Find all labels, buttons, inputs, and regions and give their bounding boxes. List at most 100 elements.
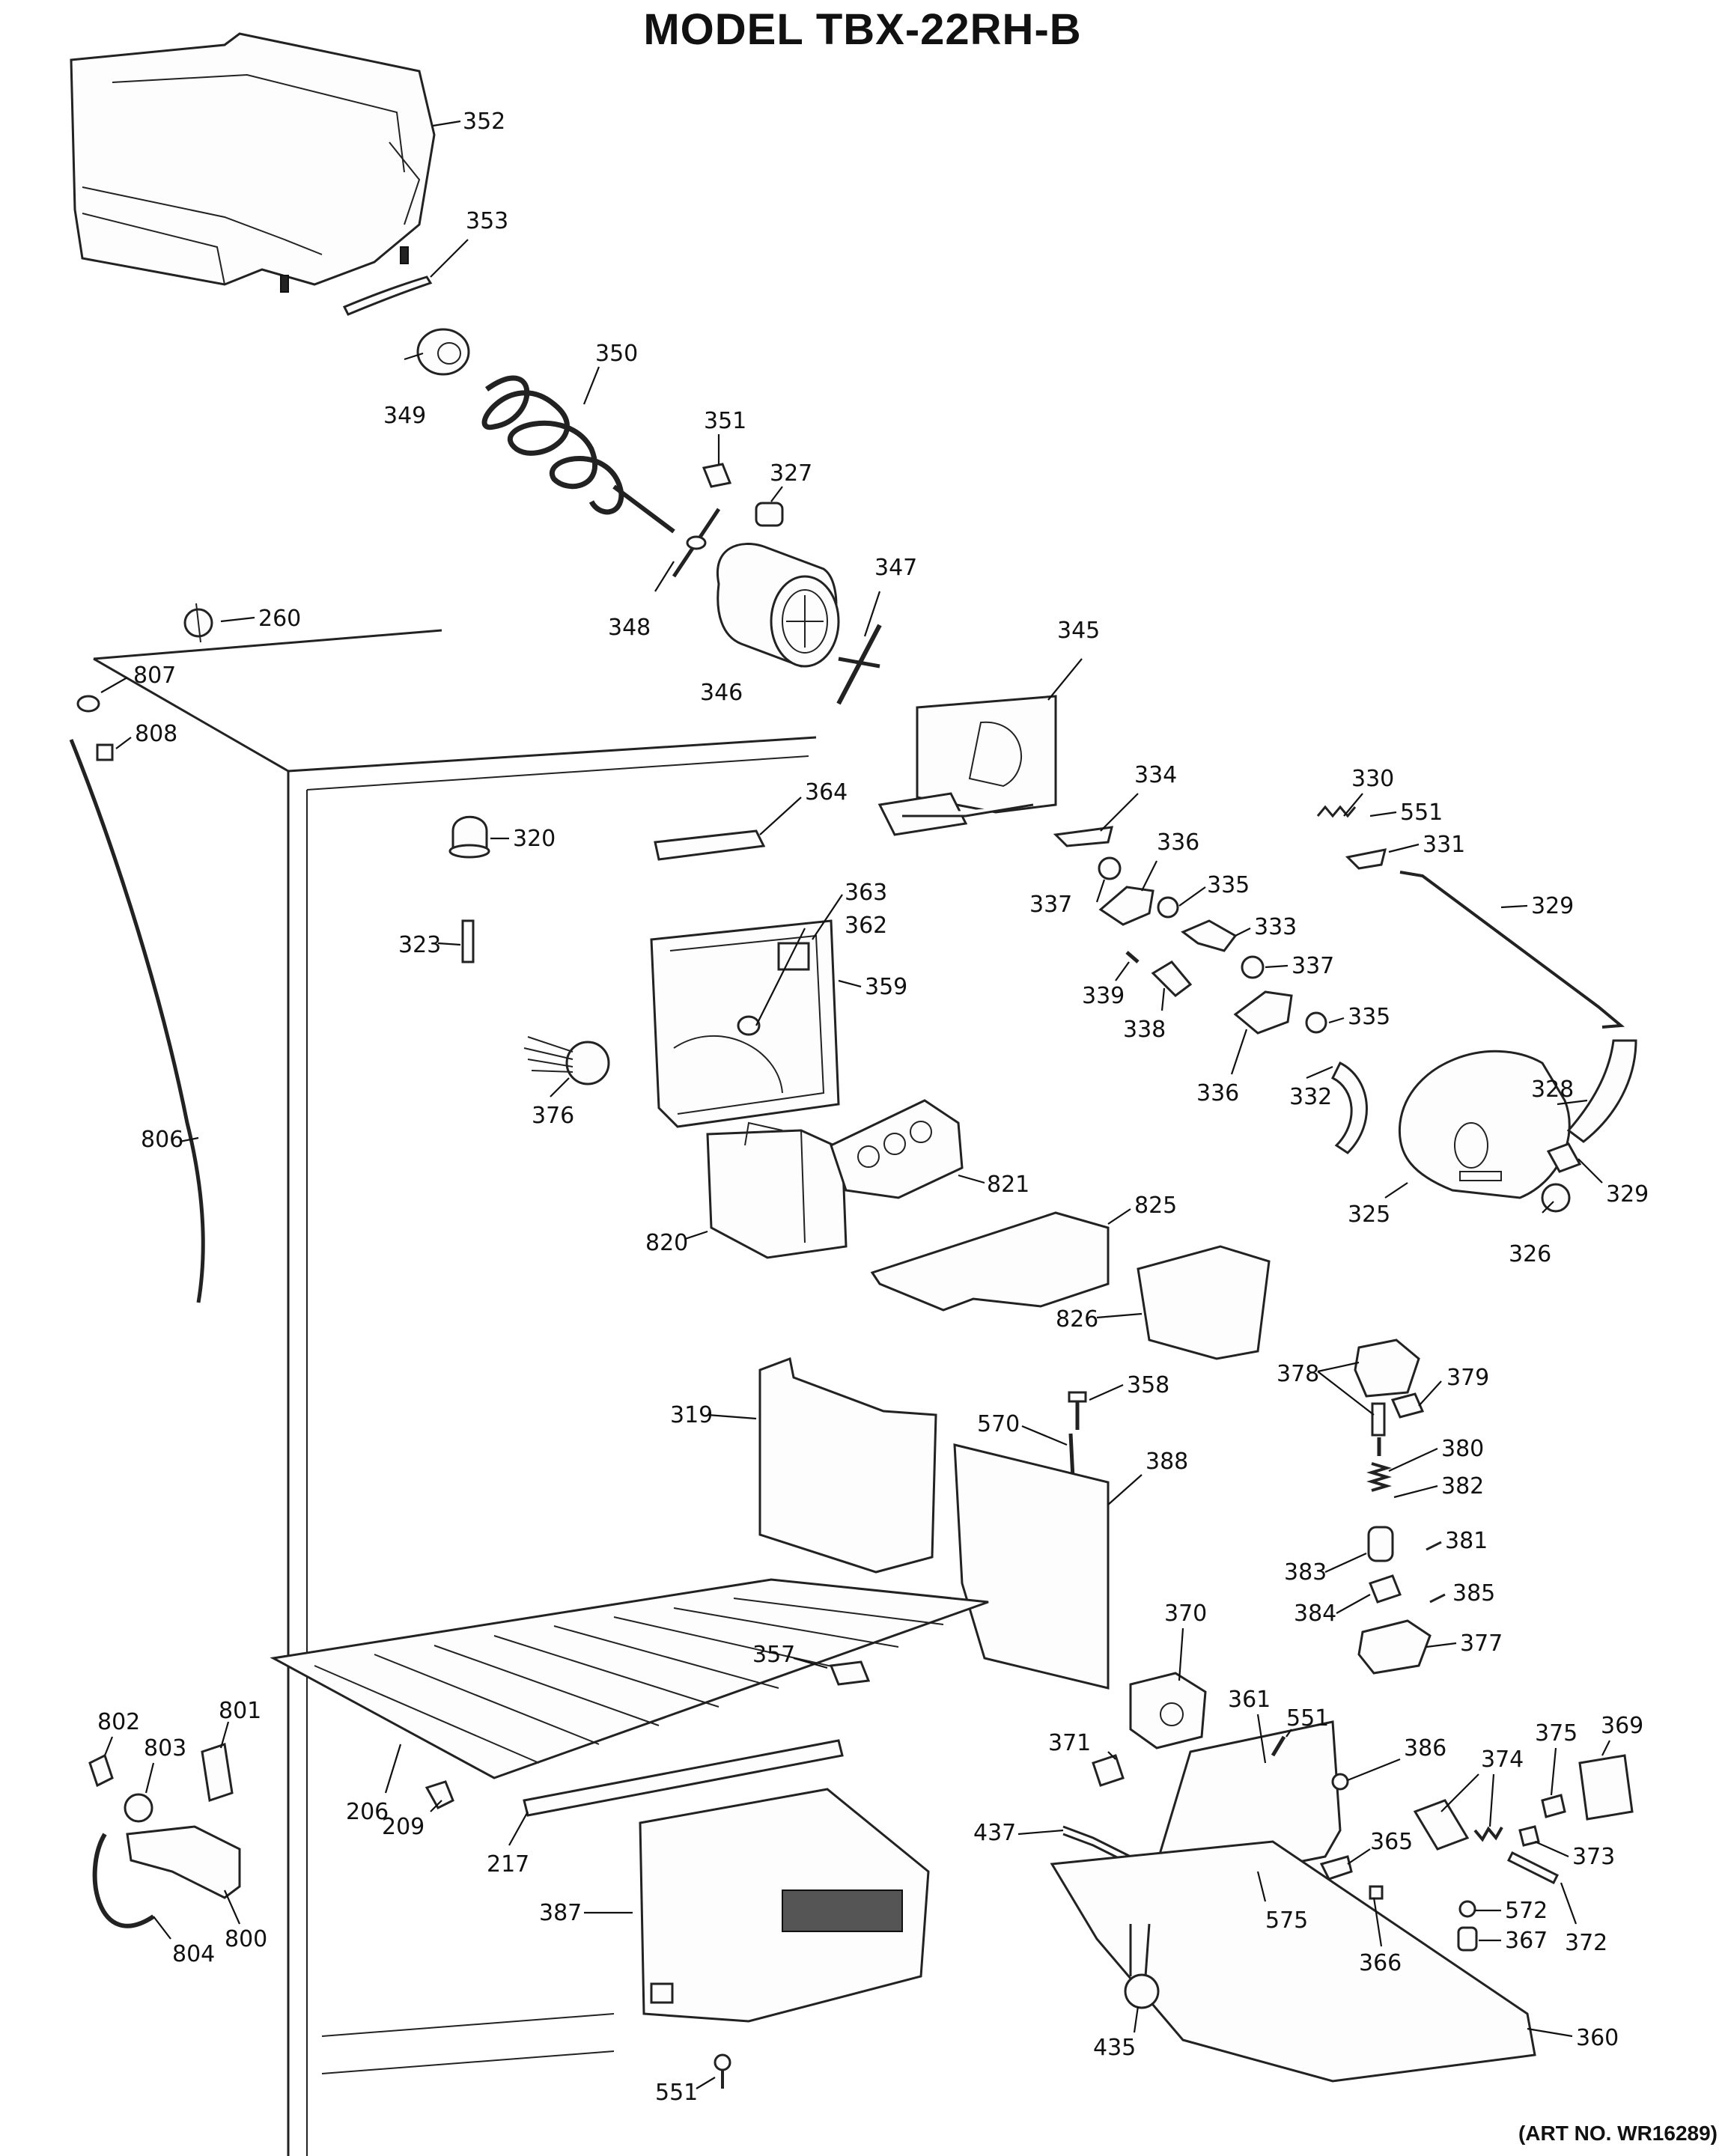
screw-551b xyxy=(1271,1735,1286,1757)
callout-807: 807 xyxy=(133,663,176,689)
callout-360: 360 xyxy=(1576,2025,1619,2051)
callout-381: 381 xyxy=(1445,1528,1488,1554)
callout-572: 572 xyxy=(1505,1898,1548,1924)
bracket-338 xyxy=(1151,960,1193,997)
valve-bracket-800 xyxy=(126,1825,241,1899)
shelf-206 xyxy=(270,1578,989,1779)
shaft-348 xyxy=(672,508,721,578)
callout-labels: 352 353 349 350 351 327 347 348 346 260 … xyxy=(97,109,1649,2106)
callout-330: 330 xyxy=(1351,766,1394,792)
callout-363: 363 xyxy=(845,880,887,906)
base-tray-360 xyxy=(1050,1840,1536,2083)
pin-385 xyxy=(1429,1593,1446,1604)
washer-335a xyxy=(1157,896,1179,919)
callout-374: 374 xyxy=(1481,1747,1524,1773)
callout-336a: 336 xyxy=(1157,829,1199,856)
clip-209 xyxy=(425,1780,454,1809)
cover-379 xyxy=(1390,1392,1425,1419)
shaft-347 xyxy=(836,624,882,705)
callout-338: 338 xyxy=(1123,1017,1166,1043)
callout-350: 350 xyxy=(595,341,638,367)
callout-802: 802 xyxy=(97,1709,140,1735)
cam-334 xyxy=(1053,826,1113,847)
callout-551c: 551 xyxy=(655,2080,698,2106)
nut-351 xyxy=(702,463,732,488)
callout-365: 365 xyxy=(1370,1829,1413,1855)
rod-329 xyxy=(1399,871,1625,1029)
block-329 xyxy=(1546,1142,1582,1173)
callout-825: 825 xyxy=(1134,1193,1177,1219)
pin-339 xyxy=(1125,951,1140,963)
callout-334: 334 xyxy=(1134,762,1177,788)
knob-326 xyxy=(1541,1183,1571,1213)
bushing-367 xyxy=(1457,1926,1478,1952)
callout-347: 347 xyxy=(874,555,917,581)
screw-572 xyxy=(1458,1900,1476,1918)
callout-803: 803 xyxy=(144,1735,186,1761)
callout-358: 358 xyxy=(1127,1372,1169,1398)
cam-333 xyxy=(1181,919,1238,952)
callout-364: 364 xyxy=(805,779,848,806)
callout-801: 801 xyxy=(219,1698,261,1724)
shelf-trim-217 xyxy=(523,1739,844,1817)
solenoid-377 xyxy=(1357,1619,1432,1675)
callout-379: 379 xyxy=(1446,1365,1489,1391)
callout-551b: 551 xyxy=(1286,1705,1329,1732)
ice-mold-821 xyxy=(744,1099,964,1199)
callout-366: 366 xyxy=(1359,1950,1402,1976)
block-808 xyxy=(96,743,114,761)
callout-575: 575 xyxy=(1265,1907,1308,1934)
callout-362: 362 xyxy=(845,913,887,939)
cam-332 xyxy=(1330,1061,1368,1154)
callout-260: 260 xyxy=(258,606,301,632)
art-number: (ART NO. WR16289) xyxy=(1518,2122,1718,2145)
water-line-804 xyxy=(92,1833,155,1928)
clamp-807 xyxy=(76,695,100,713)
lever-373 xyxy=(1518,1825,1540,1847)
motor-370 xyxy=(1129,1672,1207,1750)
callout-319: 319 xyxy=(670,1402,713,1428)
bracket-357 xyxy=(829,1660,871,1686)
valve-801 xyxy=(201,1743,234,1802)
callout-372: 372 xyxy=(1565,1930,1607,1956)
callout-808: 808 xyxy=(135,721,177,747)
callout-333: 333 xyxy=(1254,914,1297,940)
spring-330 xyxy=(1316,805,1357,818)
callout-209: 209 xyxy=(382,1814,425,1840)
light-socket-435 xyxy=(1124,1923,1160,2009)
callout-371: 371 xyxy=(1048,1730,1091,1756)
callout-570: 570 xyxy=(977,1411,1020,1437)
callout-800: 800 xyxy=(225,1926,267,1952)
pin-323 xyxy=(461,919,475,963)
connector-371 xyxy=(1092,1754,1125,1787)
callout-332: 332 xyxy=(1289,1084,1332,1110)
callout-382: 382 xyxy=(1441,1473,1484,1499)
switch-plate-374 xyxy=(1413,1799,1470,1851)
clip-365 xyxy=(1319,1855,1353,1881)
auger-spring-350 xyxy=(481,375,675,534)
callout-337a: 337 xyxy=(1029,892,1072,918)
spring-374 xyxy=(1473,1826,1503,1842)
screw-358 xyxy=(1068,1391,1087,1430)
callout-337b: 337 xyxy=(1292,953,1334,979)
pin-381 xyxy=(1426,1541,1442,1551)
callout-806: 806 xyxy=(141,1127,183,1153)
bearing-349 xyxy=(416,328,470,376)
bushing-327 xyxy=(755,502,784,527)
callout-320: 320 xyxy=(513,826,556,852)
switch-375 xyxy=(1541,1794,1566,1818)
callout-376: 376 xyxy=(532,1103,574,1129)
callout-346: 346 xyxy=(700,680,743,706)
callout-388: 388 xyxy=(1146,1449,1188,1475)
callout-328: 328 xyxy=(1531,1077,1574,1103)
strip-364 xyxy=(654,829,766,861)
actuator-378 xyxy=(1354,1339,1420,1398)
drum-346 xyxy=(717,543,840,668)
callout-378: 378 xyxy=(1277,1361,1319,1387)
callout-217: 217 xyxy=(487,1851,529,1878)
callout-370: 370 xyxy=(1164,1601,1207,1627)
freezer-cabinet xyxy=(93,629,817,2156)
bracket-328 xyxy=(1566,1039,1637,1143)
